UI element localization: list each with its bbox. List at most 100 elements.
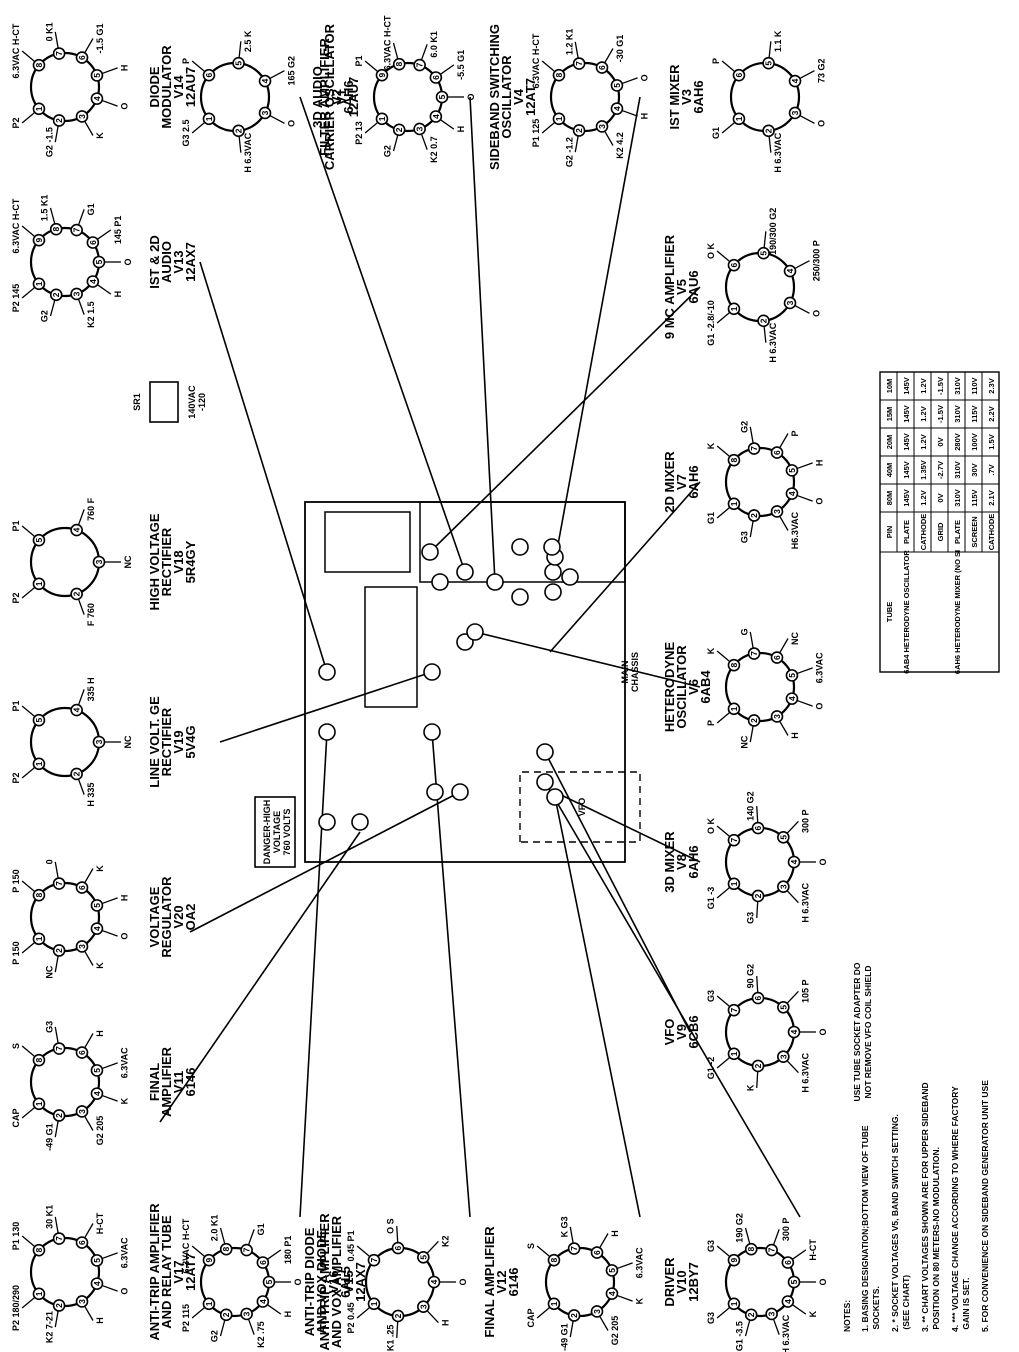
pin-number: 1	[729, 501, 739, 506]
pin-dot	[258, 106, 272, 120]
chart-cell: 2.3V	[987, 378, 996, 393]
pin-number: 2	[54, 948, 64, 953]
pin-dot	[75, 1105, 89, 1118]
pin-dot	[567, 1242, 581, 1255]
pin-dot	[86, 236, 100, 249]
pin-number: 5	[787, 468, 797, 473]
pin-voltage: K2 .75	[256, 1321, 266, 1348]
pin-number: 3	[77, 114, 87, 119]
pin-dot	[367, 1253, 381, 1267]
pin-voltage: 1.5 K1	[40, 195, 50, 222]
pin-dot	[32, 1053, 46, 1067]
chassis-socket-hole	[511, 538, 529, 556]
note-item: 1. BASING DESIGNATION;BOTTOM VIEW OF TUB…	[860, 1125, 881, 1332]
pin-number: 4	[787, 491, 797, 496]
pin-voltage: G1	[711, 127, 721, 139]
pin-number: 1	[729, 1301, 739, 1306]
pin-number: 1	[369, 1301, 379, 1306]
pin-voltage: -1.5 G1	[95, 23, 105, 53]
pin-dot	[75, 51, 89, 64]
chassis-socket-hole	[421, 543, 439, 561]
pin-dot	[727, 833, 741, 847]
pin-number: 3	[772, 509, 782, 514]
pin-voltage: G2 -1.2	[564, 137, 574, 167]
pin-number: 7	[729, 838, 739, 843]
leader-line	[299, 731, 328, 1218]
pin-voltage: K2 0.7	[429, 136, 439, 163]
pin-voltage: -5.5 G1	[456, 50, 466, 80]
chart-cell: 6AB4 HETERODYNE OSCILLATOR	[902, 550, 911, 674]
pin-number: 6	[772, 655, 782, 660]
pin-number: 7	[749, 651, 759, 656]
pin-voltage: 300 P	[800, 810, 810, 834]
chassis-socket-hole	[561, 568, 579, 586]
pin-dot	[417, 1250, 430, 1264]
pin-voltage: P2 0.45	[346, 1302, 356, 1333]
pin-number: 5	[92, 73, 102, 78]
pin-dot	[783, 264, 797, 278]
pin-voltage: G3	[44, 1021, 54, 1033]
pin-voltage: K	[746, 1084, 756, 1091]
pin-voltage: CAP	[526, 1308, 536, 1327]
pin-number: 5	[764, 61, 774, 66]
pin-dot	[787, 855, 801, 869]
pin-dot	[92, 255, 106, 269]
chart-cell: CATHODE	[987, 514, 996, 551]
pin-number: 4	[260, 78, 270, 83]
tube-label-v11: FINALAMPLIFIERV116146	[147, 1046, 198, 1117]
pin-number: 7	[242, 1247, 252, 1252]
pin-number: 2	[753, 893, 763, 898]
pin-voltage: O	[811, 310, 821, 317]
chassis-slot	[364, 586, 418, 708]
pin-dot	[92, 735, 106, 749]
chassis-socket-hole	[536, 773, 554, 791]
pin-dot	[202, 1297, 216, 1311]
pin-dot	[567, 1309, 581, 1322]
pin-dot	[727, 877, 741, 891]
pin-voltage: NC	[123, 555, 133, 568]
pin-dot	[232, 124, 245, 138]
pin-dot	[770, 710, 784, 723]
pin-voltage: G2 -1.5	[44, 127, 54, 157]
pin-dot	[777, 1000, 790, 1014]
pin-number: 5	[92, 903, 102, 908]
pin-dot	[727, 258, 741, 272]
pin-dot	[595, 120, 609, 133]
pin-number: 9	[729, 1258, 739, 1263]
pin-voltage: H 335	[86, 783, 96, 807]
danger-sign: DANGER-HIGHVOLTAGE760 VOLTS	[254, 796, 296, 868]
vfo-label: VFO	[577, 798, 587, 817]
pin-voltage: 145 P1	[113, 216, 123, 245]
pin-voltage: O	[286, 120, 296, 127]
pin-voltage: H	[120, 65, 130, 72]
pin-voltage: H	[610, 1230, 620, 1237]
pin-number: 6	[393, 1245, 403, 1250]
pin-voltage: G1	[706, 512, 716, 524]
note-item: 3. ** CHART VOLTAGES SHOWN ARE FOR UPPER…	[920, 1082, 941, 1332]
leader-line	[544, 751, 691, 1033]
pin-voltage: O	[640, 74, 650, 81]
pin-dot	[262, 1275, 276, 1289]
chart-cell: 30V	[970, 463, 979, 476]
pin-number: 4	[783, 1299, 793, 1304]
pin-number: 6	[77, 885, 87, 890]
pin-dot	[32, 1287, 46, 1301]
pin-number: 3	[767, 1311, 777, 1316]
tube-label-v1: 3D AUDIOCARRIER OSCILLATORV112AU7	[310, 23, 361, 170]
pin-voltage: -49 G1	[44, 1123, 54, 1151]
pin-voltage: O	[818, 1278, 828, 1285]
pin-dot	[547, 1253, 561, 1267]
pin-dot	[375, 112, 389, 126]
chassis-socket-hole	[423, 723, 441, 741]
leader-lines	[159, 96, 801, 1218]
pin-number: 7	[54, 1046, 64, 1051]
pin-number: 7	[574, 61, 584, 66]
pin-voltage: G	[739, 628, 749, 635]
pin-number: 1	[34, 1101, 44, 1106]
pin-number: 8	[51, 227, 61, 232]
pin-voltage: H 6.3VAC	[800, 1052, 810, 1092]
